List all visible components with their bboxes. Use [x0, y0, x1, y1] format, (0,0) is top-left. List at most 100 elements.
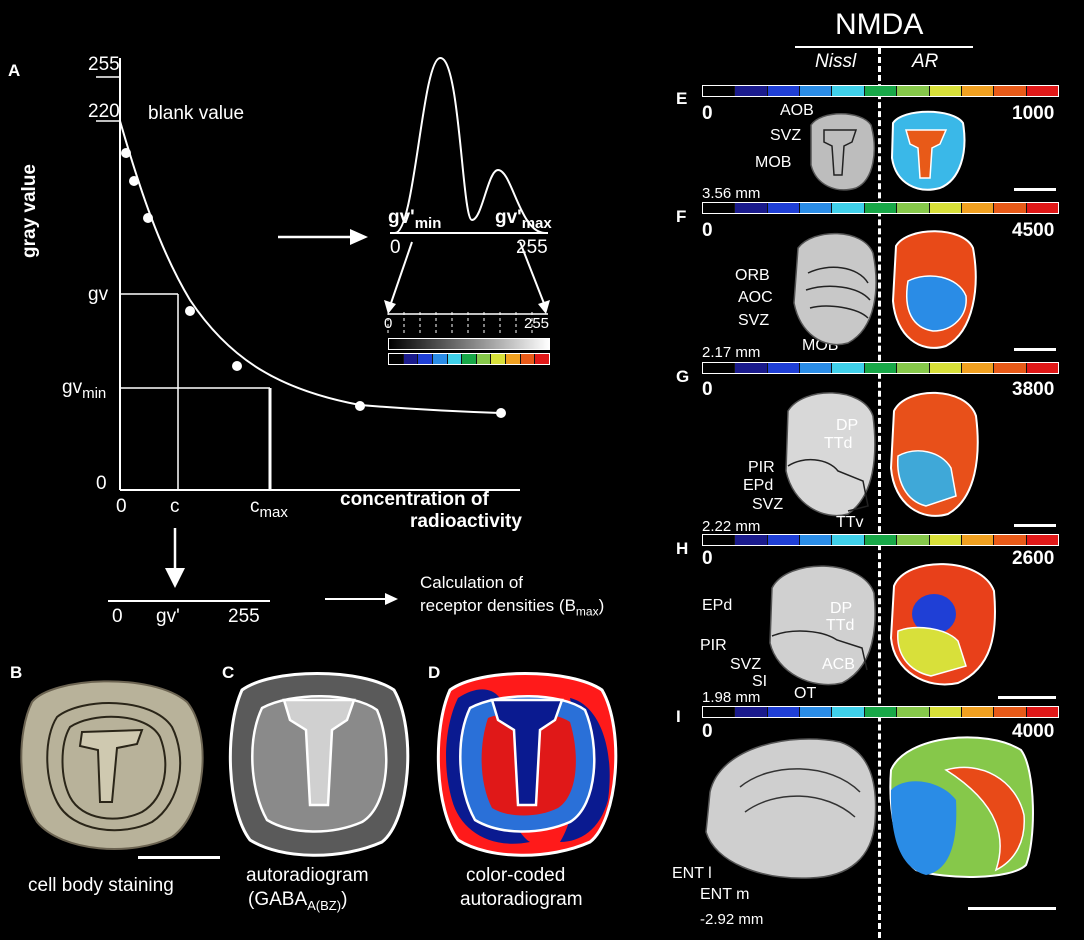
label-g-ttv: TTv	[836, 514, 864, 531]
colorbar-f-min: 0	[702, 220, 713, 241]
label-h-acb: ACB	[822, 656, 855, 673]
scale-bar-h	[998, 696, 1056, 699]
grayscale-bar	[388, 338, 550, 350]
label-g-epd: EPd	[743, 477, 774, 494]
colorbar-segment	[864, 203, 898, 213]
caption-d-line2: autoradiogram	[460, 889, 583, 910]
label-f-orb: ORB	[735, 267, 770, 284]
colorbar-segment	[897, 707, 930, 717]
section-e-nissl	[810, 113, 875, 191]
bottom-255: 255	[228, 606, 260, 627]
panel-letter-d: D	[428, 663, 441, 682]
colorbar-segment	[832, 86, 865, 96]
colorbar-segment	[418, 354, 433, 364]
colorbar-g-max: 3800	[1012, 379, 1055, 400]
colorbar-segment	[897, 535, 930, 545]
colorbar-segment	[767, 86, 801, 96]
label-i-ent-l: ENT l	[672, 865, 712, 882]
blank-value-label: blank value	[148, 103, 245, 124]
x-axis-label-line1: concentration of	[340, 489, 489, 510]
colorbar-segment	[1026, 535, 1058, 545]
panel-letter-b: B	[10, 663, 23, 682]
coord-g: 2.22 mm	[702, 518, 761, 535]
colorbar-segment	[703, 535, 736, 545]
y-tick-gvmin: gvmin	[62, 377, 107, 402]
colorbar-segment	[767, 707, 801, 717]
colorbar-segment	[961, 707, 995, 717]
colorbar-segment	[800, 203, 833, 213]
section-g-nissl	[785, 392, 876, 517]
colorbar-segment	[832, 535, 865, 545]
x-tick-c: c	[170, 496, 180, 517]
curve-point	[355, 401, 365, 411]
colorbar-segment	[864, 363, 898, 373]
colorbar-g-min: 0	[702, 379, 713, 400]
section-f-ar	[891, 230, 977, 349]
colorbar-segment	[735, 203, 768, 213]
colorbar-segment	[703, 707, 736, 717]
label-h-si: SI	[752, 673, 768, 690]
colorbar-segment	[864, 535, 898, 545]
calc-line1: Calculation of	[420, 573, 524, 592]
colorbar-segment	[735, 86, 768, 96]
scale-255: 255	[524, 315, 550, 332]
colorbar-segment	[403, 354, 419, 364]
scale-bar-b	[138, 856, 220, 859]
colorbar-segment	[703, 363, 736, 373]
x-tick-cmax: cmax	[250, 496, 288, 521]
small-colorbar	[388, 353, 550, 365]
colorbar-segment	[520, 354, 536, 364]
colorbar-segment	[1026, 707, 1058, 717]
colorbar-segment	[462, 354, 477, 364]
label-h-epd: EPd	[702, 597, 733, 614]
color-coded-autoradiogram-image	[436, 672, 618, 857]
coord-e: 3.56 mm	[702, 185, 761, 202]
scale-bar-e	[1014, 188, 1056, 191]
colorbar-segment	[961, 363, 995, 373]
colorbar-segment	[1026, 363, 1058, 373]
label-h-ot: OT	[794, 685, 817, 702]
colorbar-segment	[864, 86, 898, 96]
bottom-gv: gv'	[156, 606, 180, 627]
calc-line2: receptor densities (Bmax)	[420, 596, 605, 619]
scale-bar-i	[968, 907, 1056, 910]
hist-gvmax-label: gv'max	[495, 207, 552, 232]
label-g-svz: SVZ	[752, 496, 784, 513]
colorbar-segment	[767, 363, 801, 373]
label-h-pir: PIR	[700, 637, 727, 654]
colorbar-segment	[994, 86, 1027, 96]
colorbar-segment	[491, 354, 507, 364]
colorbar-segment	[961, 203, 995, 213]
row-letter-f: F	[676, 207, 687, 226]
colorbar-f-max: 4500	[1012, 220, 1055, 241]
colorbar-segment	[832, 363, 865, 373]
column-ar: AR	[912, 51, 939, 72]
colorbar-e-max: 1000	[1012, 103, 1055, 124]
label-h-svz: SVZ	[730, 656, 762, 673]
row-letter-h: H	[676, 539, 689, 558]
label-f-svz: SVZ	[738, 312, 770, 329]
colorbar-h-max: 2600	[1012, 548, 1055, 569]
label-g-pir: PIR	[748, 459, 775, 476]
colorbar-segment	[994, 707, 1027, 717]
section-h-ar	[889, 563, 997, 686]
colorbar-segment	[703, 203, 736, 213]
colorbar-segment	[535, 354, 550, 364]
column-nissl: Nissl	[815, 51, 857, 72]
colorbar-segment	[703, 86, 736, 96]
caption-d-line1: color-coded	[466, 865, 566, 886]
y-tick-0: 0	[96, 473, 107, 494]
colorbar-segment	[735, 535, 768, 545]
caption-c-line1: autoradiogram	[246, 865, 369, 886]
colorbar-segment	[832, 203, 865, 213]
panel-letter-a: A	[8, 61, 21, 80]
section-i-ar	[889, 736, 1034, 878]
curve-point	[129, 176, 139, 186]
colorbar-segment	[929, 86, 962, 96]
x-axis-label-line2: radioactivity	[410, 511, 522, 532]
colorbar-segment	[447, 354, 463, 364]
label-f-aoc: AOC	[738, 289, 773, 306]
caption-c-line2: (GABAA(BZ))	[248, 889, 348, 913]
bottom-zero: 0	[112, 606, 123, 627]
